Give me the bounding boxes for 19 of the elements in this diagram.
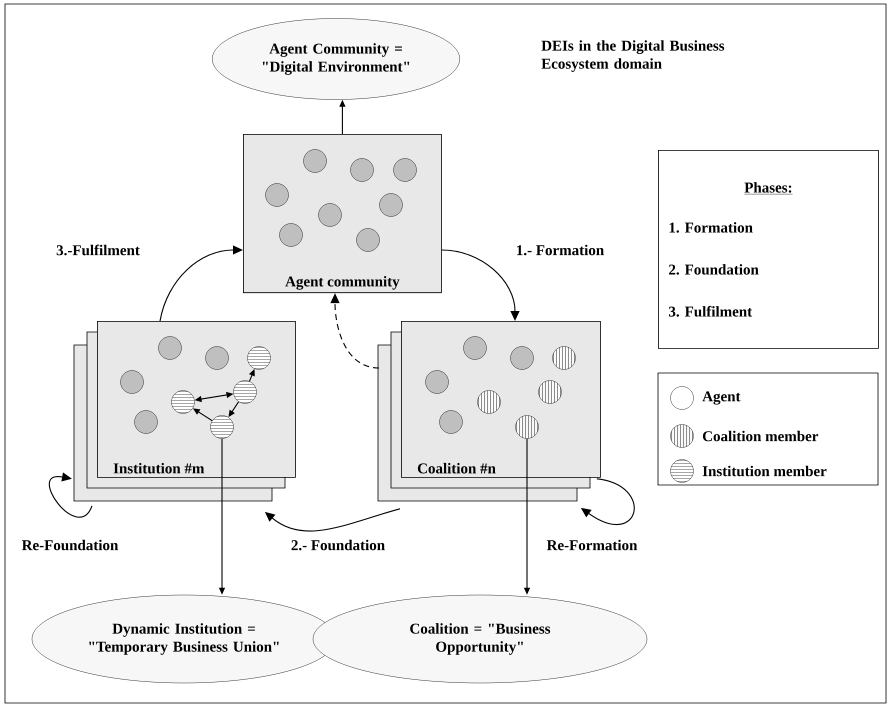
phases-box: Phases: 1. Formation 2. Foundation 3. Fulfilment [658, 150, 879, 349]
title: DEIs in the Digital Business Ecosystem domain [541, 40, 724, 72]
institution-member-circle [247, 346, 271, 370]
coalition-member-circle [552, 346, 576, 370]
edge-label: Re-Formation [546, 540, 638, 550]
curved-arrow [48, 472, 92, 518]
edge-label: 2.- Foundation [292, 540, 385, 550]
institution-member-circle [171, 390, 195, 414]
legend-label: Institution member [702, 466, 826, 476]
coalition-member-circle [538, 380, 562, 404]
edge-label: 3.-Fulfilment [56, 244, 140, 256]
institution-member-circle [210, 415, 234, 439]
edge-label: Re-Foundation [22, 540, 118, 550]
legend-label: Coalition member [702, 430, 818, 442]
legend-label: Agent [702, 391, 740, 405]
coalition-member-circle [515, 415, 539, 439]
institution-member-circle [233, 380, 257, 404]
coalition-member-circle [477, 390, 501, 414]
edge-label: 1.- Formation [517, 244, 604, 256]
